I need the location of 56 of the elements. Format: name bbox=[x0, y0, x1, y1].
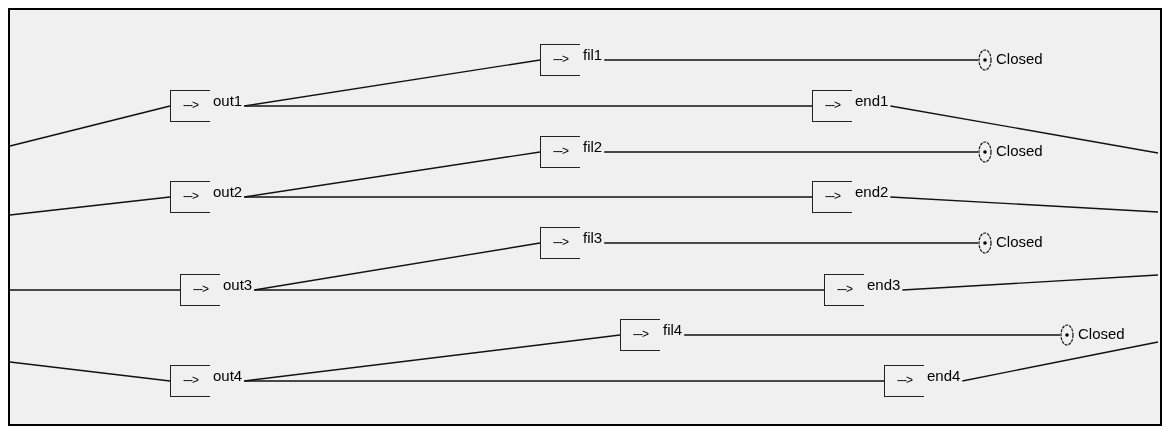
connector-line bbox=[961, 341, 1159, 382]
bracket-box bbox=[170, 90, 210, 122]
node-label: fil2 bbox=[583, 139, 603, 155]
arrow-symbol-text: ---> bbox=[183, 373, 198, 387]
arrow-symbol-text: ---> bbox=[553, 52, 568, 66]
connector-line bbox=[889, 105, 1159, 154]
connector-line bbox=[243, 105, 813, 107]
node-label: end3 bbox=[867, 277, 901, 293]
arrow-symbol-text: ---> bbox=[183, 98, 198, 112]
bracket-box bbox=[824, 274, 864, 306]
bracket-box bbox=[812, 181, 852, 213]
connector-line bbox=[603, 59, 979, 61]
node-label: out1 bbox=[213, 93, 243, 109]
bracket-box bbox=[170, 181, 210, 213]
node-label: out3 bbox=[223, 277, 253, 293]
connector-line bbox=[9, 105, 171, 147]
bracket-box bbox=[812, 90, 852, 122]
arrow-symbol-text: ---> bbox=[553, 235, 568, 249]
bracket-box bbox=[170, 365, 210, 397]
bracket-box bbox=[540, 227, 580, 259]
connector-line bbox=[243, 196, 813, 198]
node-label: out2 bbox=[213, 184, 243, 200]
connector-line bbox=[683, 334, 1061, 336]
connector-line bbox=[603, 242, 979, 244]
node-label: fil4 bbox=[663, 322, 683, 338]
bracket-box bbox=[884, 365, 924, 397]
arrow-symbol-text: ---> bbox=[897, 373, 912, 387]
bracket-box bbox=[620, 319, 660, 351]
node-label: Closed bbox=[996, 234, 1043, 250]
node-label: Closed bbox=[1078, 326, 1125, 342]
arrow-symbol-text: ---> bbox=[183, 189, 198, 203]
arrow-symbol-text: ---> bbox=[837, 282, 852, 296]
node-label: end4 bbox=[927, 368, 961, 384]
bracket-box bbox=[180, 274, 220, 306]
node-label: fil1 bbox=[583, 47, 603, 63]
node-label: end2 bbox=[855, 184, 889, 200]
node-label: Closed bbox=[996, 51, 1043, 67]
connector-line bbox=[901, 274, 1159, 291]
arrow-symbol-text: ---> bbox=[825, 98, 840, 112]
bracket-box bbox=[540, 44, 580, 76]
connector-line bbox=[243, 380, 885, 382]
connector-line bbox=[9, 196, 171, 216]
arrow-symbol-text: ---> bbox=[193, 282, 208, 296]
connector-line bbox=[9, 289, 181, 291]
node-label: out4 bbox=[213, 368, 243, 384]
node-label: fil3 bbox=[583, 230, 603, 246]
node-label: Closed bbox=[996, 143, 1043, 159]
arrow-symbol-text: ---> bbox=[825, 189, 840, 203]
connector-line bbox=[889, 196, 1159, 213]
connector-line bbox=[253, 289, 825, 291]
arrow-symbol-text: ---> bbox=[553, 144, 568, 158]
connector-line bbox=[603, 151, 979, 153]
arrow-symbol-text: ---> bbox=[633, 327, 648, 341]
node-label: end1 bbox=[855, 93, 889, 109]
connector-line bbox=[9, 361, 171, 382]
bracket-box bbox=[540, 136, 580, 168]
